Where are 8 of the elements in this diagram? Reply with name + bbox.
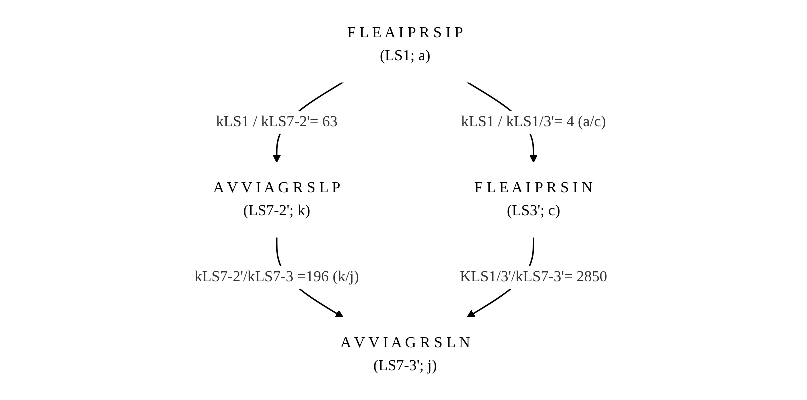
node-text: F L E A I P R S I N (LS3'; c): [474, 180, 594, 220]
edge-label: kLS1 / kLS7-2'= 63: [216, 114, 338, 130]
edge-label: kLS1 / kLS1/3'= 4 (a/c): [462, 114, 607, 130]
node-text: A V V I A G R S L P (LS7-2'; k): [214, 180, 341, 220]
edge-label: kLS7-2'/kLS7-3 =196 (k/j): [195, 268, 360, 286]
edge-label: KLS1/3'/kLS7-3'= 2850: [460, 268, 608, 286]
node-text: F L E A I P R S I P (LS1; a): [348, 24, 464, 64]
node-text: A V V I A G R S L N (LS7-3'; j): [340, 334, 471, 374]
